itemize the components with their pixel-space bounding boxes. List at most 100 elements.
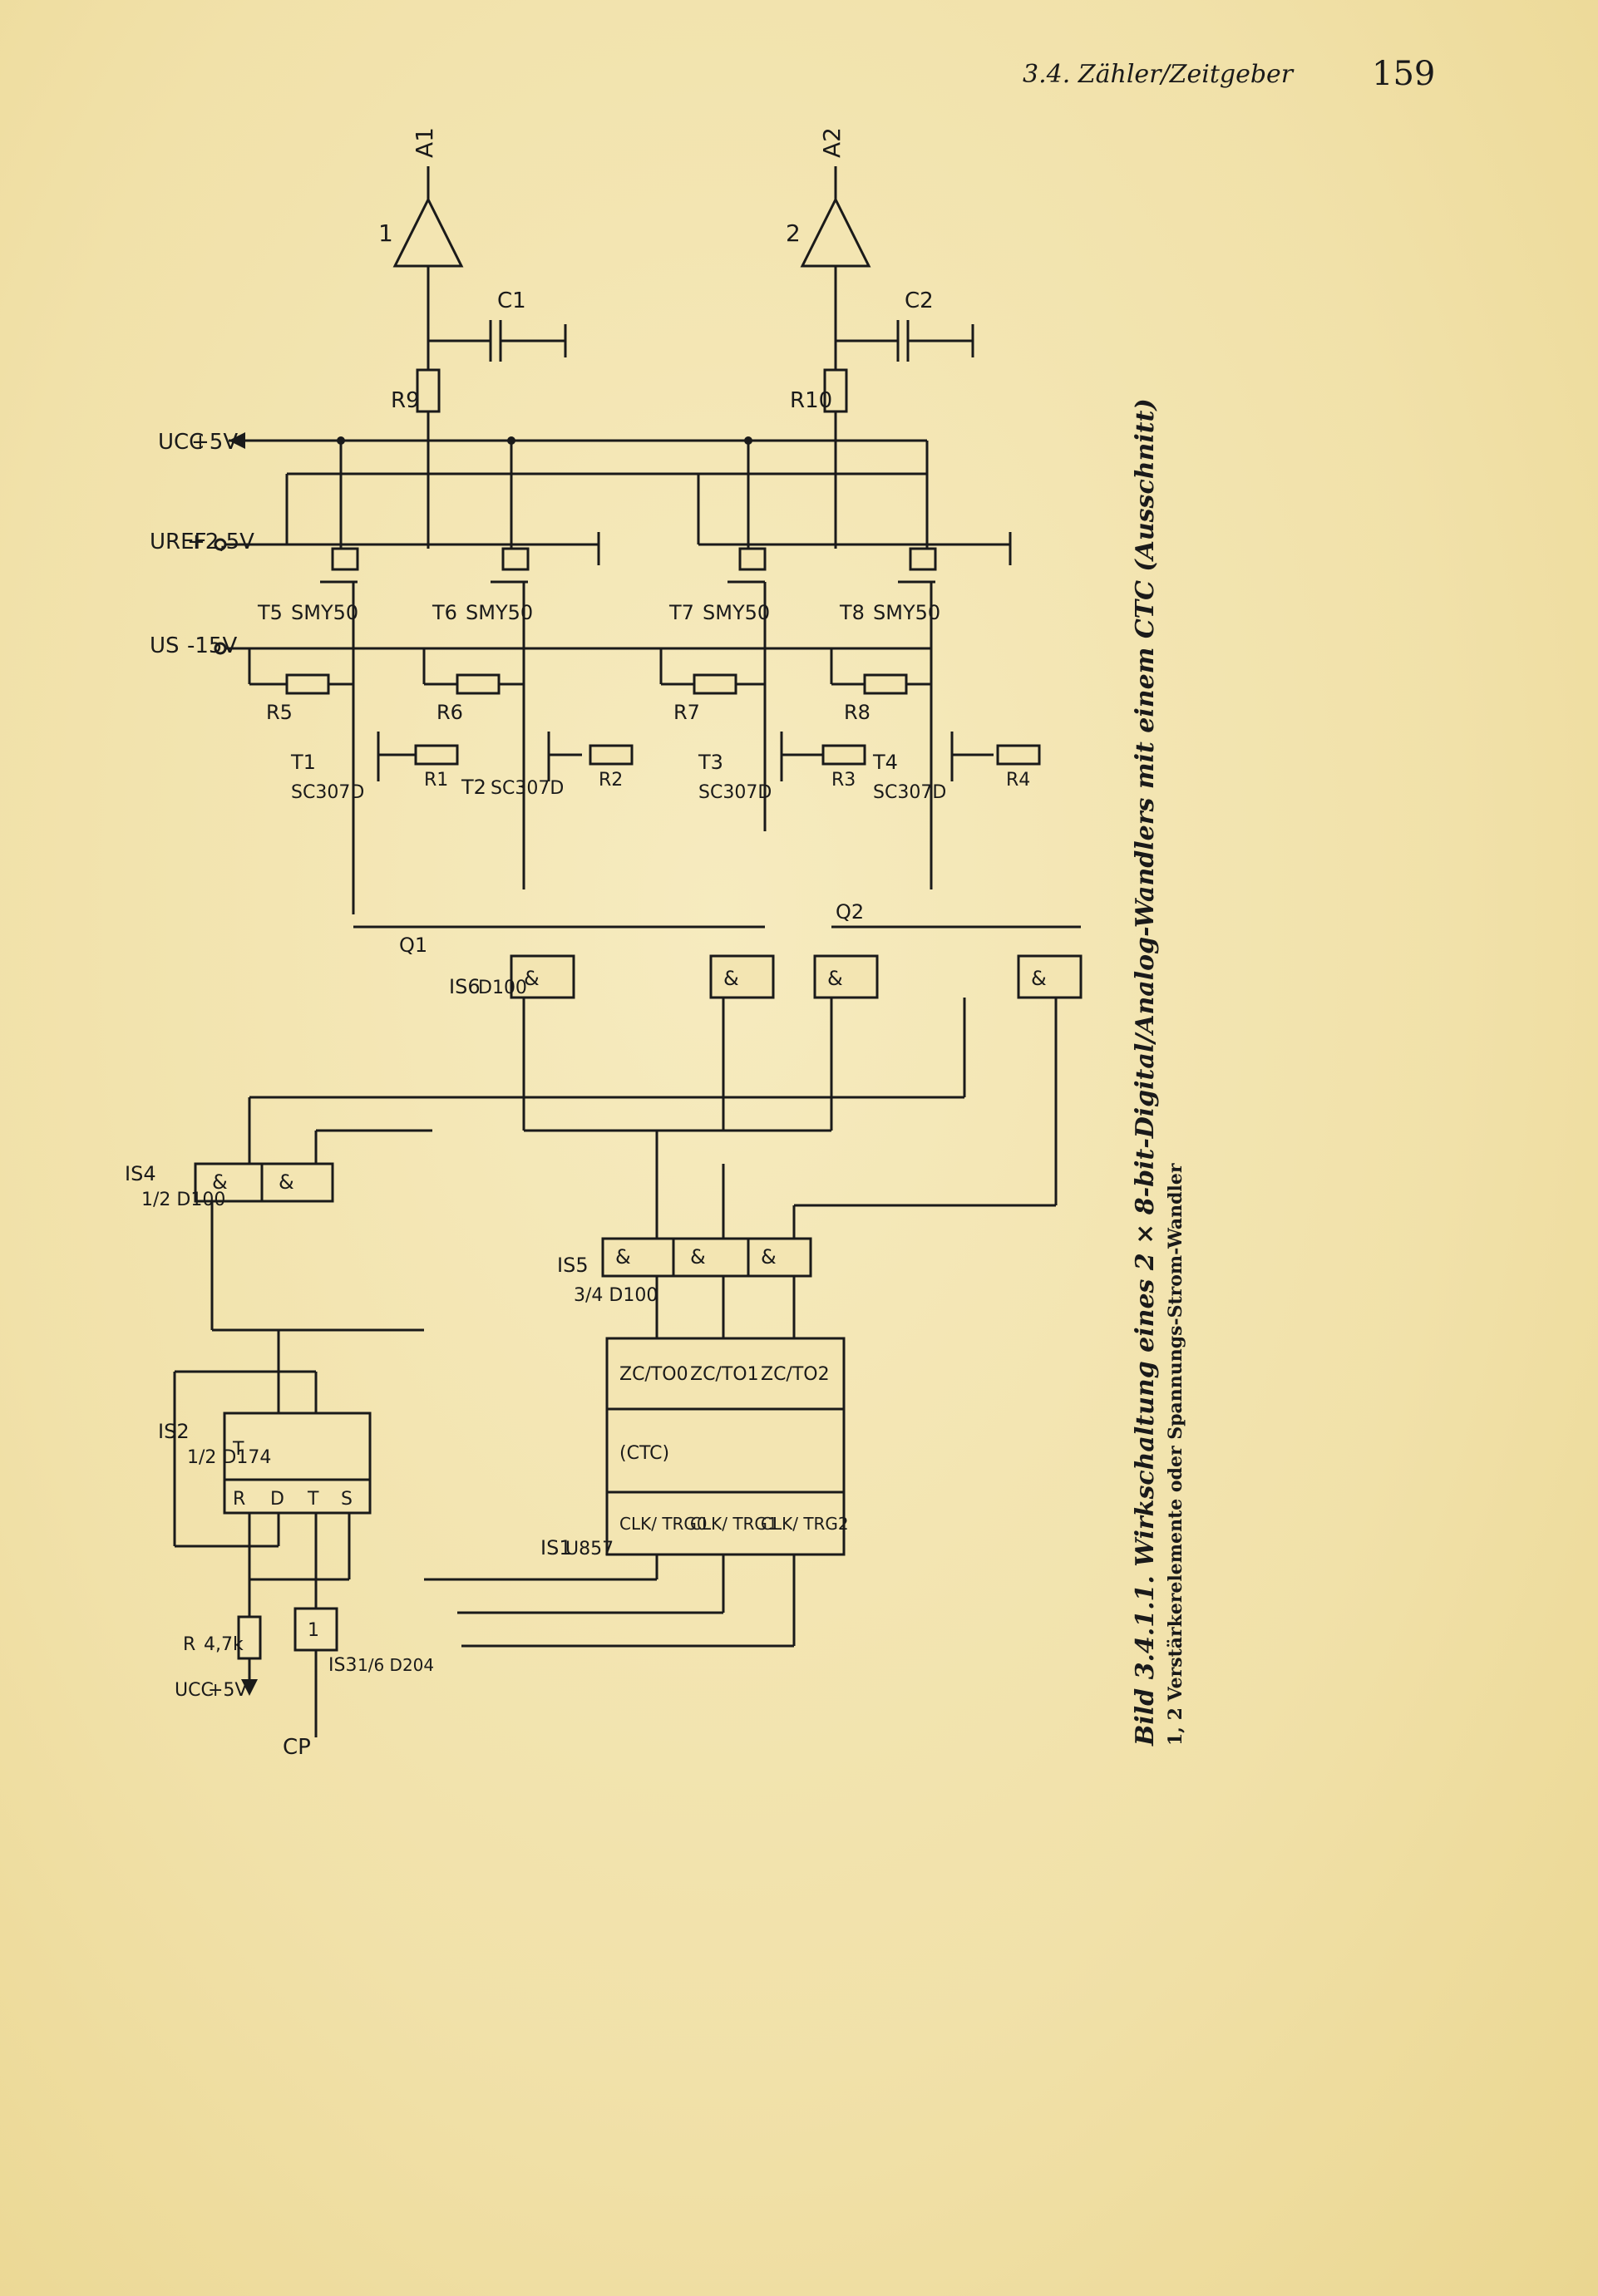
output-a1: A1 — [411, 127, 438, 158]
r3-label: R3 — [831, 770, 856, 791]
figure-caption: Bild 3.4.1.1. Wirkschaltung eines 2 × 8-… — [1131, 398, 1197, 1747]
capacitor-c2: C2 — [836, 288, 974, 362]
r5-label: R5 — [266, 701, 293, 724]
cp-label: CP — [283, 1735, 311, 1760]
ff-s: S — [341, 1489, 353, 1510]
caption-note: 1, 2 Verstärkerelemente oder Spannungs-S… — [1165, 1163, 1186, 1747]
ctc-in-2: CLK/ TRG2 — [761, 1514, 849, 1534]
is5-gate-b-sym: & — [690, 1245, 706, 1269]
t1-label: T1 — [290, 751, 316, 774]
t2-type: SC307D — [491, 778, 564, 799]
vref-label: UREF — [150, 530, 206, 554]
t6-type: SMY50 — [466, 601, 533, 624]
capacitor-c1: C1 — [428, 288, 567, 362]
amp2-label: 2 — [786, 219, 801, 247]
is4-gate-a-sym: & — [212, 1170, 228, 1194]
vcc-label: UCC — [158, 430, 204, 455]
transistors-t1-t4 — [352, 582, 994, 914]
vcc-value: +5V — [191, 430, 238, 455]
is6-gate-d-sym: & — [1031, 967, 1047, 990]
t7-label: T7 — [668, 601, 694, 624]
output-a2: A2 — [818, 127, 846, 158]
ff-t-in: T — [307, 1489, 319, 1510]
t5-type: SMY50 — [291, 601, 358, 624]
resistor-r1 — [414, 744, 459, 766]
resistor-r2 — [589, 744, 634, 766]
c2-label: C2 — [905, 288, 934, 313]
section-title: 3.4. Zähler/Zeitgeber — [1023, 60, 1294, 89]
resistor-r4 — [996, 744, 1041, 766]
resistor-r9 — [416, 368, 441, 413]
ff-d: D — [270, 1489, 284, 1510]
is1-label: IS1 — [540, 1536, 572, 1559]
r4-label: R4 — [1006, 770, 1030, 791]
t3-label: T3 — [698, 751, 723, 774]
r8-label: R8 — [844, 701, 871, 724]
is6-gate-b-sym: & — [723, 967, 739, 990]
r9-label: R9 — [391, 388, 420, 413]
resistors-r5-r8 — [248, 648, 931, 695]
is1-type: U857 — [565, 1539, 614, 1559]
c1-label: C1 — [497, 288, 526, 313]
caption-title: Bild 3.4.1.1. Wirkschaltung eines 2 × 8-… — [1131, 398, 1160, 1746]
t8-label: T8 — [839, 601, 865, 624]
is6-type: D100 — [478, 978, 527, 998]
vcc-low-label: UCC — [175, 1680, 214, 1701]
is4-gate-b-sym: & — [279, 1170, 294, 1194]
is6-gate-c-sym: & — [827, 967, 843, 990]
switch-group-1 — [285, 441, 929, 584]
is3-type: 1/6 D204 — [358, 1655, 434, 1675]
t6-label: T6 — [432, 601, 457, 624]
resistor-r10 — [823, 368, 848, 413]
r7-label: R7 — [673, 701, 700, 724]
t2-label: T2 — [461, 776, 486, 799]
amplifier-1: 1 A1 — [378, 127, 464, 549]
ctc-in-1: CLK/ TRG1 — [690, 1514, 778, 1534]
r2-label: R2 — [599, 770, 623, 791]
t4-label: T4 — [872, 751, 898, 774]
is5-gate-c-sym: & — [761, 1245, 777, 1269]
r-pullup-value: 4,7k — [204, 1634, 244, 1655]
vcc-low-value: +5V — [208, 1680, 247, 1701]
is5-label: IS5 — [557, 1254, 589, 1277]
is6-label: IS6 — [449, 975, 481, 998]
is5-type: 3/4 D100 — [574, 1285, 658, 1306]
r6-label: R6 — [436, 701, 463, 724]
page-header: 3.4. Zähler/Zeitgeber 159 — [1023, 52, 1438, 101]
resistor-r3 — [821, 744, 866, 766]
amplifier-2: 2 A2 — [786, 127, 871, 549]
is4-gates: & & — [194, 998, 966, 1203]
is2-type: 1/2 D174 — [187, 1447, 271, 1468]
ctc-in-0: CLK/ TRG0 — [619, 1514, 708, 1534]
ctc-out-1: ZC/TO1 — [690, 1364, 759, 1385]
t8-type: SMY50 — [873, 601, 940, 624]
t3-type: SC307D — [698, 782, 772, 803]
t7-type: SMY50 — [703, 601, 770, 624]
is6-gates: & & & & — [510, 954, 1083, 1205]
is1-ctc — [424, 1337, 846, 1648]
page-number: 159 — [1372, 55, 1436, 93]
vref-value: +2,5V — [187, 530, 254, 554]
vs-label: US — [150, 633, 180, 658]
is3-sym: 1 — [308, 1620, 319, 1641]
is4-label: IS4 — [125, 1162, 156, 1185]
r10-label: R10 — [790, 388, 832, 413]
q2-label: Q2 — [836, 900, 864, 924]
vs-value: -15V — [187, 633, 237, 658]
is2-label: IS2 — [158, 1420, 190, 1443]
amp1-label: 1 — [378, 219, 393, 247]
r-pullup-label: R — [183, 1634, 195, 1655]
is5-gate-a-sym: & — [615, 1245, 631, 1269]
is6-gate-a-sym: & — [524, 967, 540, 990]
ff-r: R — [233, 1489, 245, 1510]
vs-terminal — [214, 642, 227, 655]
t4-type: SC307D — [873, 782, 946, 803]
ctc-out-0: ZC/TO0 — [619, 1364, 688, 1385]
t5-label: T5 — [257, 601, 283, 624]
t1-type: SC307D — [291, 782, 364, 803]
vref-terminal — [214, 538, 227, 551]
is3-label: IS3 — [328, 1655, 357, 1676]
ctc-out-2: ZC/TO2 — [761, 1364, 830, 1385]
